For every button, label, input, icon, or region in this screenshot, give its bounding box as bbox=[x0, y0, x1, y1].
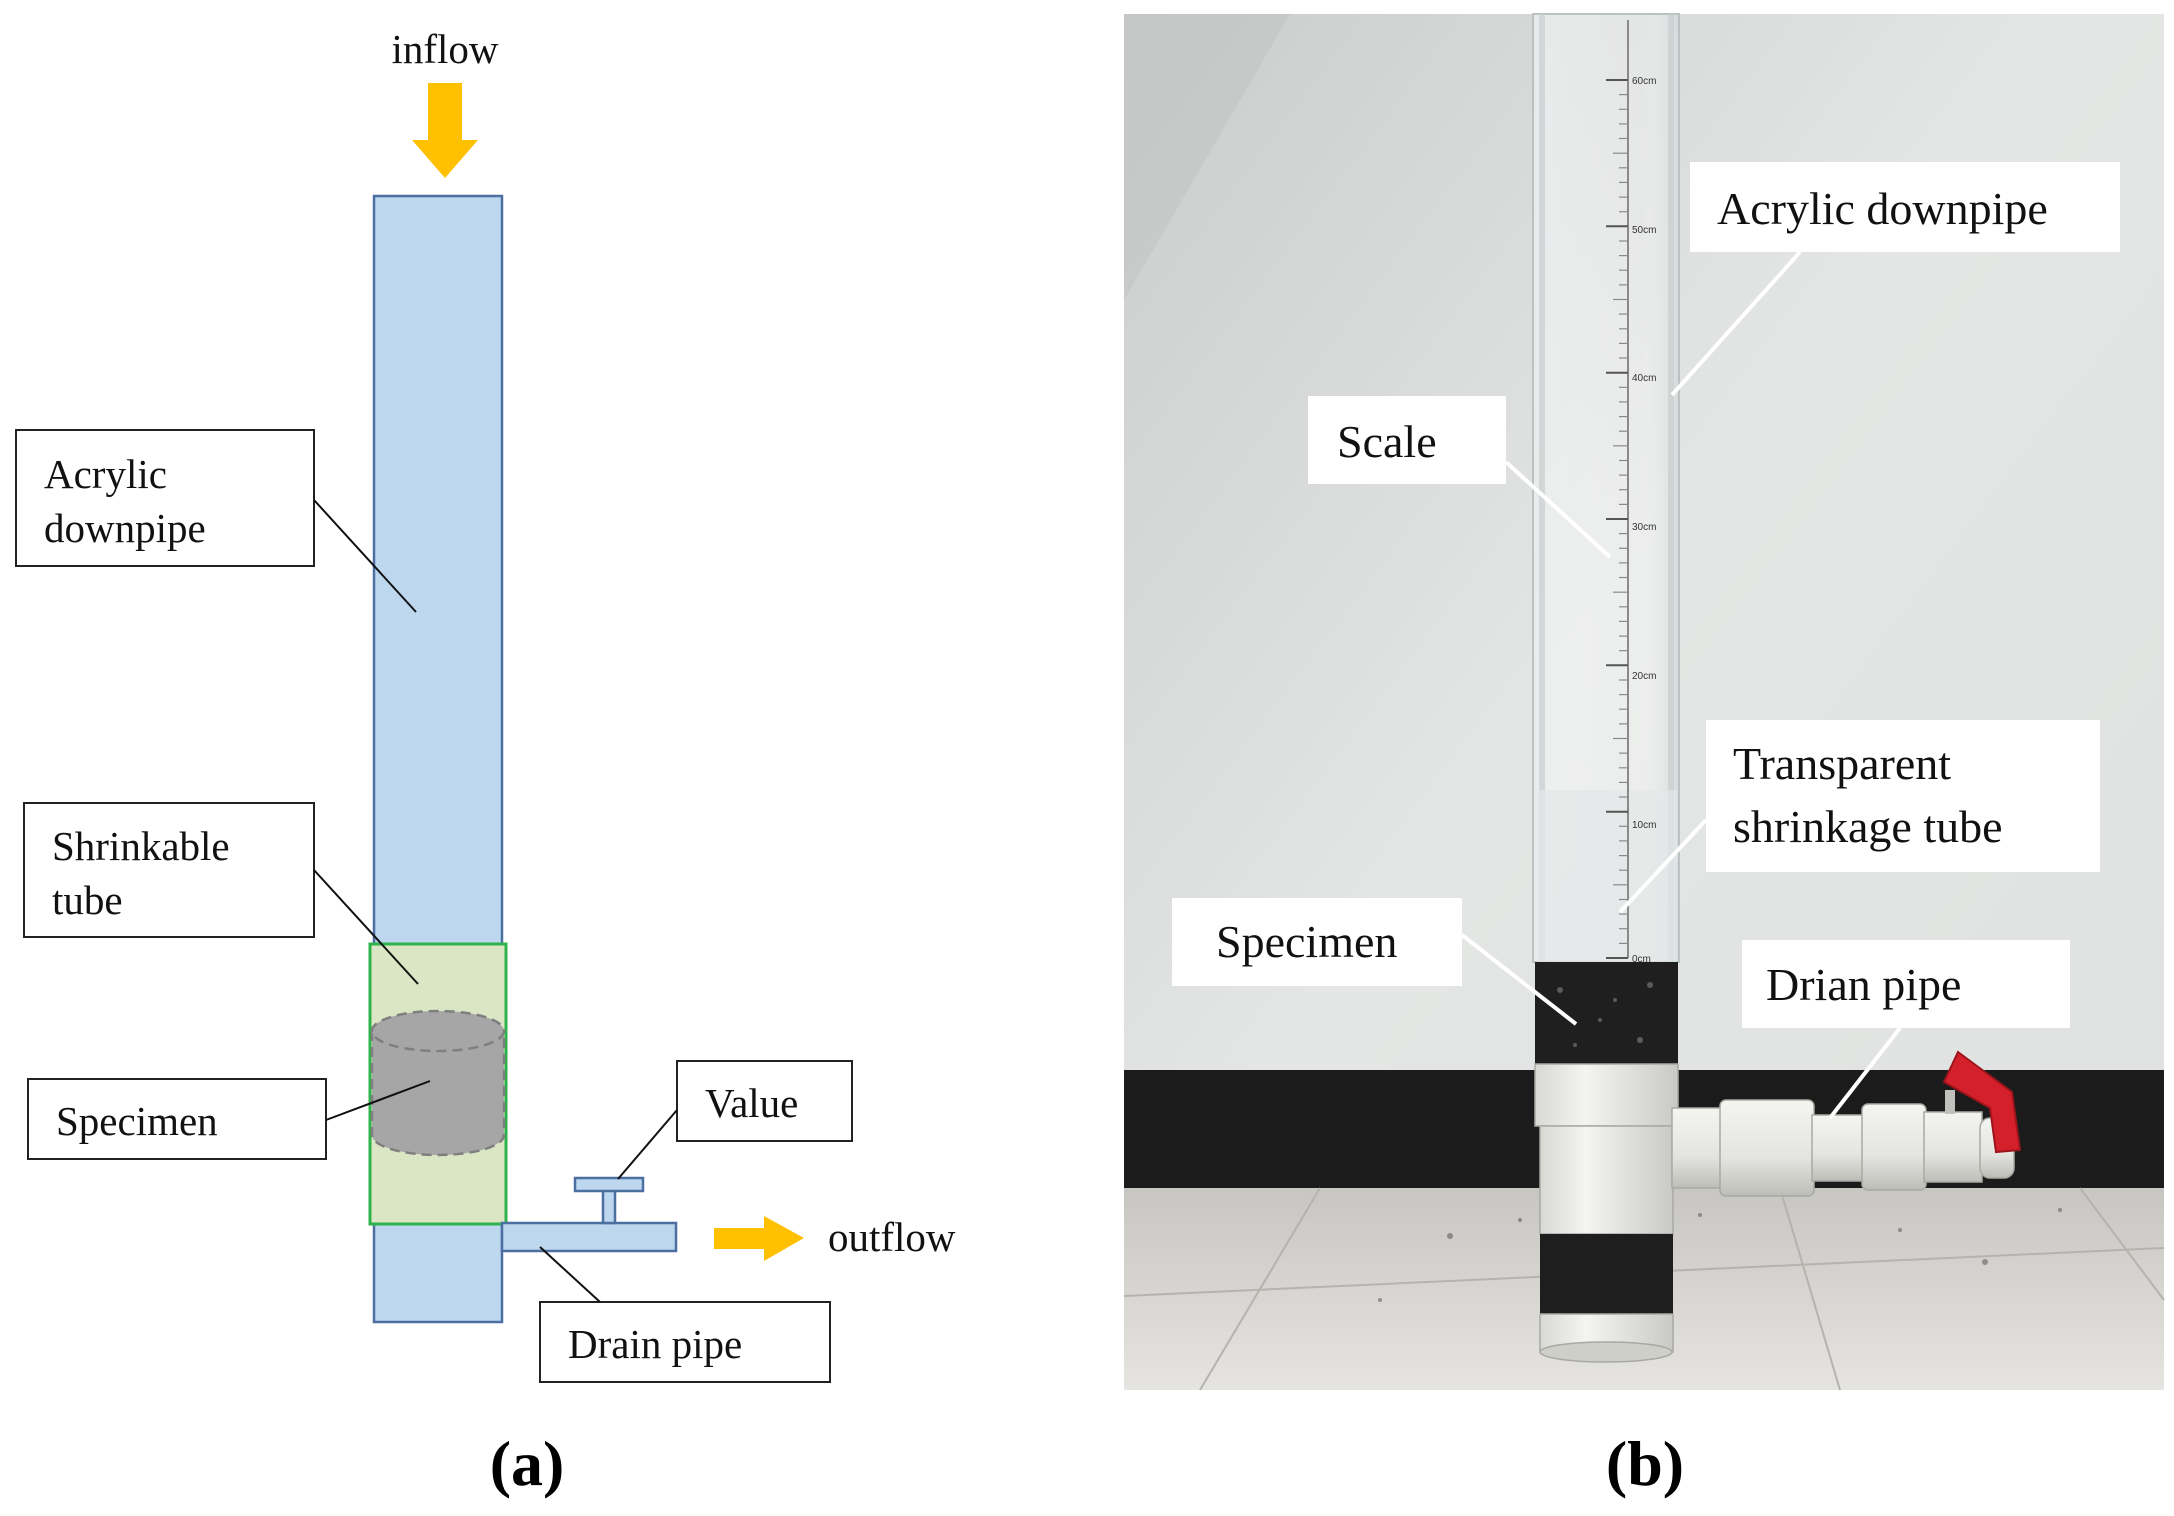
specimen-label: Specimen bbox=[1216, 916, 1397, 967]
drain-coupling-1 bbox=[1719, 1099, 1815, 1197]
panel-b-label: (b) bbox=[1606, 1428, 1684, 1499]
outflow-arrow-icon bbox=[714, 1216, 804, 1261]
red-valve-handle-icon bbox=[1942, 1050, 2022, 1154]
panel-a-schematic: inflow outflow Acrylic downpipe Shrinkab… bbox=[15, 26, 956, 1499]
drain-pipe-shape bbox=[500, 1221, 678, 1253]
specimen-callout-box bbox=[1172, 898, 1462, 986]
valve-stem-shape bbox=[601, 1187, 617, 1225]
transparent-shrinkage-tube-label-line2: shrinkage tube bbox=[1733, 801, 2003, 852]
floor-tile-lines bbox=[1123, 1187, 2165, 1391]
drain-pipe-leader-line bbox=[539, 1246, 601, 1303]
scale-mark-label: 20cm bbox=[1632, 671, 1656, 682]
scale-mark-label: 0cm bbox=[1632, 954, 1651, 965]
drain-pipe-label: Drain pipe bbox=[568, 1321, 742, 1367]
pvc-base-bottom bbox=[1539, 1341, 1673, 1363]
drain-pipe-label: Drian pipe bbox=[1766, 959, 1961, 1010]
drain-pipe-callout-box bbox=[1742, 940, 2070, 1028]
inflow-label: inflow bbox=[391, 26, 498, 72]
valve-leader-line bbox=[617, 1109, 678, 1180]
ball-valve-stem bbox=[1945, 1090, 1955, 1114]
acrylic-downpipe-callout-box bbox=[15, 429, 315, 567]
ball-valve-body bbox=[1923, 1111, 1983, 1183]
scale-mark-label: 40cm bbox=[1632, 373, 1656, 384]
scale-ticks bbox=[1606, 79, 1628, 959]
acrylic-downpipe-label: Acrylic downpipe bbox=[1717, 183, 2048, 234]
transparent-shrinkage-tube-label-line1: Transparent bbox=[1733, 738, 1951, 789]
valve-callout-box bbox=[676, 1060, 853, 1142]
specimen-photo bbox=[1535, 962, 1678, 1064]
valve-handle-shape bbox=[573, 1176, 645, 1193]
acrylic-downpipe-label-line1: Acrylic bbox=[44, 451, 167, 497]
tube-edge-right bbox=[1668, 14, 1674, 962]
transparent-shrinkage-tube-leader-line bbox=[1618, 818, 1708, 914]
pvc-coupling-upper bbox=[1534, 1063, 1679, 1127]
shrinkable-tube-leader-line bbox=[313, 869, 419, 985]
acrylic-downpipe-leader-line bbox=[313, 499, 417, 613]
scale-mark-label: 30cm bbox=[1632, 522, 1656, 533]
pvc-tee-fitting bbox=[1539, 1125, 1674, 1235]
specimen-label: Specimen bbox=[56, 1098, 218, 1144]
specimen-leader-line bbox=[1460, 933, 1578, 1026]
drain-pipe-leader-line bbox=[1828, 1026, 1902, 1120]
specimen-texture bbox=[1557, 982, 1653, 1047]
scale-leader-line bbox=[1504, 460, 1612, 559]
black-tape-band bbox=[1540, 1234, 1673, 1314]
drain-coupling-2 bbox=[1861, 1103, 1927, 1191]
scale-label: Scale bbox=[1337, 416, 1437, 467]
panel-a-label: (a) bbox=[490, 1428, 565, 1499]
drain-pipe-photo bbox=[1811, 1114, 1865, 1182]
scale-mark-label: 60cm bbox=[1632, 76, 1656, 87]
inflow-arrow-icon bbox=[412, 83, 478, 178]
shrinkable-tube-label-line1: Shrinkable bbox=[52, 823, 230, 869]
drain-pipe-callout-box bbox=[539, 1301, 831, 1383]
acrylic-downpipe-leader-line bbox=[1670, 250, 1802, 397]
specimen-cylinder-shape bbox=[370, 1009, 506, 1157]
acrylic-downpipe-callout-box bbox=[1690, 162, 2120, 252]
specimen-leader-line bbox=[325, 1080, 431, 1121]
outflow-label: outflow bbox=[828, 1214, 956, 1260]
shrinkable-tube-label-line2: tube bbox=[52, 877, 123, 923]
acrylic-downpipe-label-line2: downpipe bbox=[44, 505, 206, 551]
panel-b-photo: 60cm 50cm 40cm 30cm 20cm 10cm 0cm Acry bbox=[1123, 13, 2165, 1499]
scale-mark-label: 50cm bbox=[1632, 225, 1656, 236]
wall-shadow bbox=[1124, 14, 1290, 300]
tube-edge-left bbox=[1539, 14, 1545, 962]
tee-side-outlet bbox=[1671, 1107, 1725, 1189]
scale-callout-box bbox=[1308, 396, 1506, 484]
transparent-shrinkage-tube-callout-box bbox=[1706, 720, 2100, 872]
scale-numbers: 60cm 50cm 40cm 30cm 20cm 10cm 0cm bbox=[1632, 76, 1656, 965]
valve-label: Value bbox=[705, 1080, 798, 1126]
scale-mark-label: 10cm bbox=[1632, 820, 1656, 831]
